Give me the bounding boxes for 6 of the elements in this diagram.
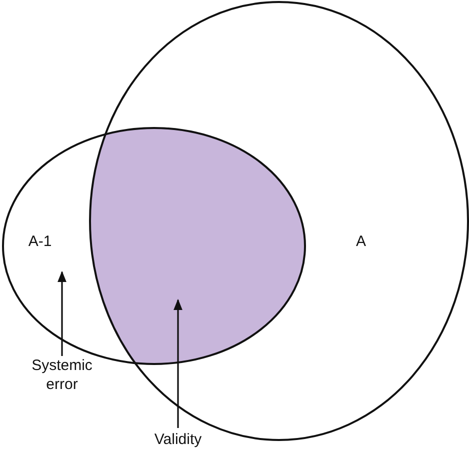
set-label: A-1 xyxy=(27,232,53,251)
annotation-text: Validity xyxy=(138,430,218,450)
leader-arrow xyxy=(58,270,66,356)
set-label: A xyxy=(354,232,367,251)
leader-arrow xyxy=(174,298,182,428)
annotation-text: Systemic error xyxy=(22,356,102,396)
